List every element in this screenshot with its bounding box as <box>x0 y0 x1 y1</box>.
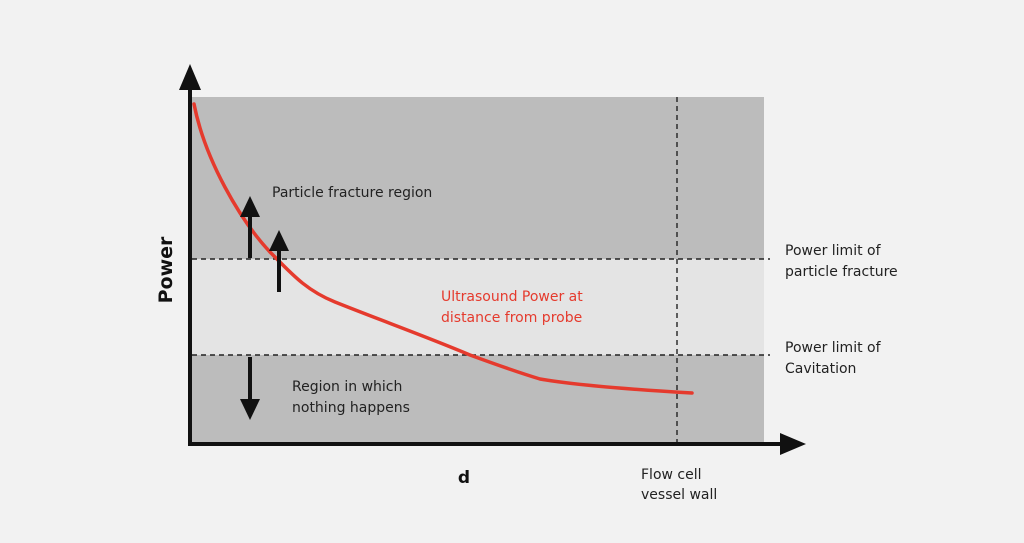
region-particle-fracture <box>192 97 764 259</box>
y-axis-label: Power <box>155 236 177 303</box>
vessel-wall-label-line1: Flow cell <box>641 467 702 483</box>
region-cavitation-band <box>192 259 764 355</box>
x-axis-arrowhead <box>780 433 806 455</box>
nothing-happens-label-line1: Region in which <box>292 379 402 395</box>
particle-fracture-region-label: Particle fracture region <box>272 185 432 201</box>
cavitation-limit-label-line2: Cavitation <box>785 361 856 377</box>
curve-label-line2: distance from probe <box>441 310 582 326</box>
ultrasound-power-curve <box>192 102 694 395</box>
curve-label-line1: Ultrasound Power at <box>441 289 583 305</box>
down-arrow-head <box>240 399 260 420</box>
nothing-happens-label-line2: nothing happens <box>292 400 410 416</box>
cavitation-limit-label-line1: Power limit of <box>785 340 882 356</box>
up-arrow-1-head <box>240 196 260 217</box>
region-nothing-happens <box>192 355 764 445</box>
fracture-limit-label-line1: Power limit of <box>785 243 882 259</box>
y-axis-arrowhead <box>179 64 201 90</box>
fracture-limit-label-line2: particle fracture <box>785 264 898 280</box>
vessel-wall-label-line2: vessel wall <box>641 487 717 503</box>
up-arrow-2-head <box>269 230 289 251</box>
x-axis-label: d <box>458 468 470 488</box>
